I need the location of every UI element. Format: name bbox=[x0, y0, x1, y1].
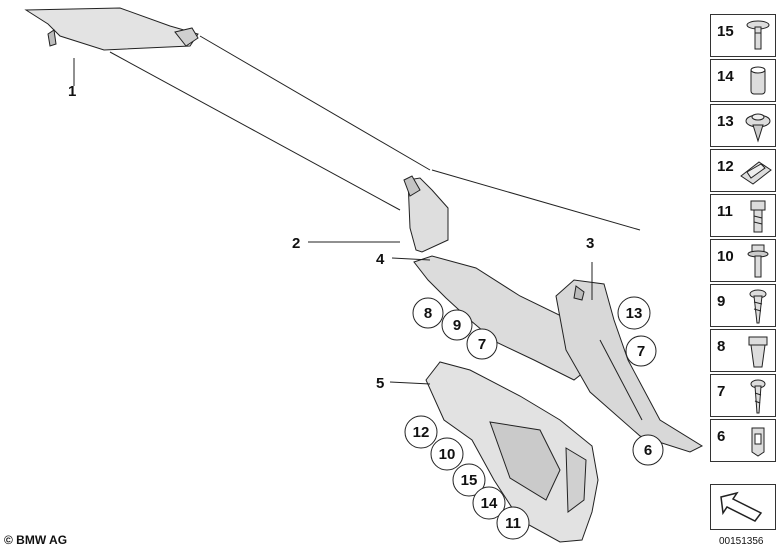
svg-text:1: 1 bbox=[68, 83, 76, 100]
circle-callout-6: 6 bbox=[632, 434, 664, 466]
brand-copyright: © BMW AG bbox=[4, 533, 68, 547]
document-id: 00151356 bbox=[719, 536, 764, 547]
circle-callout-8: 8 bbox=[412, 297, 444, 329]
legend-label: 15 bbox=[717, 23, 734, 40]
part-pillar-trim-lower bbox=[413, 255, 597, 381]
callout-1: 1 bbox=[68, 83, 76, 100]
legend-label: 6 bbox=[717, 428, 726, 445]
circle-callout-7b: 7 bbox=[625, 335, 657, 367]
legend-item-14: 14 bbox=[710, 59, 776, 102]
callout-4: 4 bbox=[376, 251, 385, 268]
svg-text:6: 6 bbox=[644, 442, 652, 459]
legend-item-7: 7 bbox=[710, 374, 776, 417]
legend-item-15: 15 bbox=[710, 14, 776, 57]
tapping-screw-icon bbox=[743, 287, 773, 330]
push-rivet-icon bbox=[743, 17, 773, 60]
circle-callout-9: 9 bbox=[441, 309, 473, 341]
collar-bolt-icon bbox=[743, 242, 773, 285]
legend-label: 11 bbox=[717, 203, 733, 220]
legend-item-9: 9 bbox=[710, 284, 776, 327]
legend-label: 13 bbox=[717, 113, 734, 130]
hex-bolt-icon bbox=[743, 197, 773, 240]
part-cover-cap bbox=[403, 175, 449, 253]
legend-label: 12 bbox=[717, 158, 734, 175]
spreading-rivet-icon bbox=[743, 107, 773, 150]
legend-item-arrow bbox=[710, 484, 776, 530]
part-a-pillar-trim bbox=[24, 7, 199, 51]
svg-text:12: 12 bbox=[413, 424, 430, 441]
legend-item-8: 8 bbox=[710, 329, 776, 372]
legend-label: 10 bbox=[717, 248, 734, 265]
legend-label: 9 bbox=[717, 293, 726, 310]
svg-text:11: 11 bbox=[505, 515, 521, 532]
part-pillar-trim-rear bbox=[555, 279, 704, 453]
svg-text:5: 5 bbox=[376, 375, 384, 392]
callout-5: 5 bbox=[376, 375, 384, 392]
clip-nut-icon bbox=[743, 422, 773, 465]
plastic-nut-icon bbox=[743, 332, 773, 375]
legend-item-10: 10 bbox=[710, 239, 776, 282]
legend-item-13: 13 bbox=[710, 104, 776, 147]
legend-item-6: 6 bbox=[710, 419, 776, 462]
circle-callout-11: 11 bbox=[496, 506, 530, 540]
circle-callout-15: 15 bbox=[452, 463, 486, 497]
svg-text:7: 7 bbox=[637, 343, 645, 360]
svg-text:10: 10 bbox=[439, 446, 456, 463]
legend-label: 14 bbox=[717, 68, 734, 85]
circle-callout-12: 12 bbox=[404, 415, 438, 449]
circle-callout-10: 10 bbox=[430, 437, 464, 471]
svg-text:4: 4 bbox=[376, 251, 385, 268]
svg-text:9: 9 bbox=[453, 317, 461, 334]
svg-text:8: 8 bbox=[424, 305, 432, 322]
legend-label: 7 bbox=[717, 383, 726, 400]
callout-2: 2 bbox=[292, 235, 300, 252]
expanding-nut-icon bbox=[743, 62, 773, 105]
legend-item-12: 12 bbox=[710, 149, 776, 192]
legend-label: 8 bbox=[717, 338, 726, 355]
circle-callout-7: 7 bbox=[466, 328, 498, 360]
circle-callout-14: 14 bbox=[472, 486, 506, 520]
callout-3: 3 bbox=[586, 235, 594, 252]
direction-arrow-icon bbox=[717, 489, 767, 530]
sheet-metal-nut-icon bbox=[739, 152, 773, 195]
svg-text:14: 14 bbox=[481, 495, 498, 512]
circle-callout-13: 13 bbox=[617, 296, 651, 330]
svg-text:7: 7 bbox=[478, 336, 486, 353]
leader-lines bbox=[73, 35, 643, 421]
svg-text:15: 15 bbox=[461, 472, 478, 489]
svg-text:2: 2 bbox=[292, 235, 300, 252]
oval-head-screw-icon bbox=[743, 377, 773, 420]
svg-text:13: 13 bbox=[626, 305, 643, 322]
part-lower-trim-panel bbox=[425, 361, 599, 543]
svg-text:3: 3 bbox=[586, 235, 594, 252]
legend-item-11: 11 bbox=[710, 194, 776, 237]
